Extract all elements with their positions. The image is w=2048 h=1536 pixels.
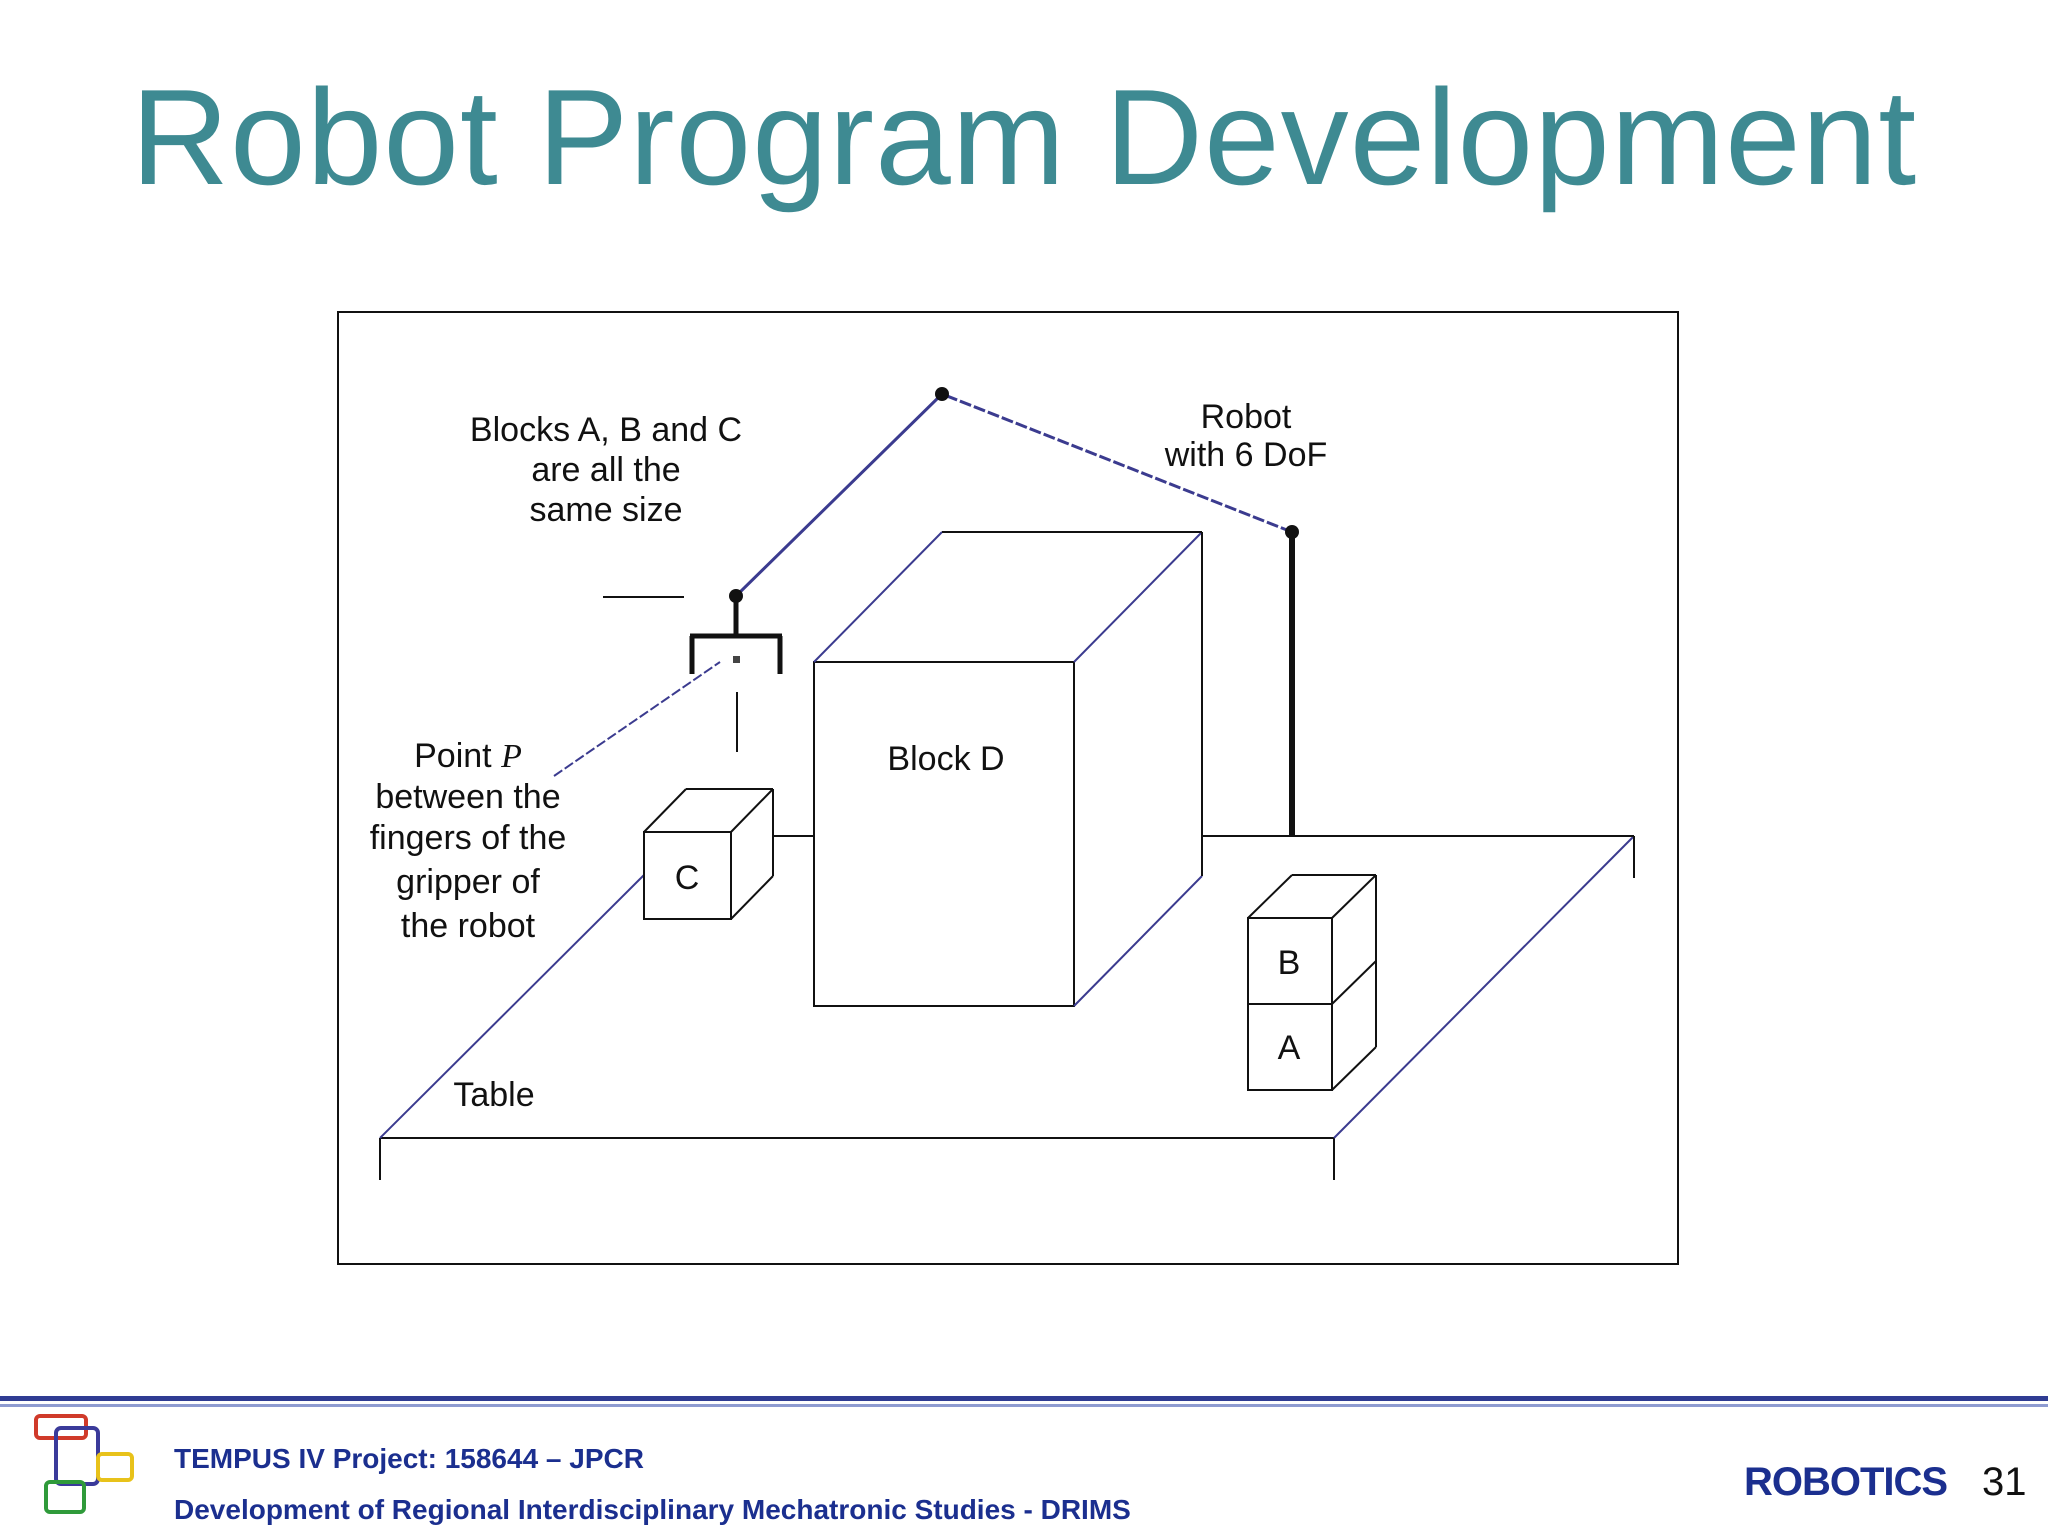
slide-title: Robot Program Development [130,61,1918,213]
page-number: 31 [1982,1460,2027,1504]
point-label-prefix: Point [414,737,492,775]
footer-rule-secondary [0,1404,2048,1407]
block-d-label: Block D [887,740,1004,778]
blocks-note-line-2: are all the [531,451,680,489]
block-d [813,531,1203,1007]
point-label-line-5: the robot [401,907,536,945]
table-label: Table [453,1076,534,1114]
footer-brand: ROBOTICS [1744,1460,1948,1504]
point-symbol: P [500,738,522,775]
point-label-line-2: between the [375,778,560,816]
block-c [643,788,774,920]
block-a-label: A [1278,1029,1301,1067]
blocks-note-line-3: same size [529,491,682,529]
robot-arm [689,387,1299,836]
point-label-line-1: Point P [414,737,522,775]
point-label-line-4: gripper of [396,863,540,901]
footer-project-line: TEMPUS IV Project: 158644 – JPCR [174,1443,644,1474]
block-b-label: B [1278,944,1301,982]
point-label-line-3: fingers of the [370,819,567,857]
footer-rule [0,1396,2048,1401]
figure-frame [337,311,1679,1265]
tempus-logo-icon [34,1414,134,1514]
blocks-b-a-stack [1247,874,1377,1091]
blocks-note-line-1: Blocks A, B and C [470,411,742,449]
footer-description-line: Development of Regional Interdisciplinar… [174,1494,1131,1525]
robot-label-line-1: Robot [1201,398,1292,436]
block-c-label: C [675,859,700,897]
point-p-leader [553,661,721,777]
robot-label-line-2: with 6 DoF [1164,436,1328,474]
table [379,835,1635,1180]
